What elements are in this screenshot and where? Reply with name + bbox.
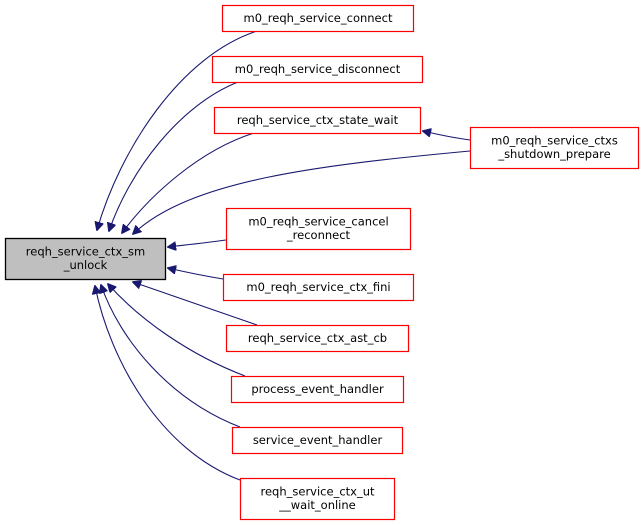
node-box[interactable] <box>222 273 415 302</box>
node-label: service_event_handler <box>253 433 383 447</box>
node-box[interactable] <box>225 207 412 251</box>
node-label: m0_reqh_service_ctxs <box>491 134 618 148</box>
node-label: m0_reqh_service_connect <box>244 11 393 25</box>
edge-shutdown_prepare-to-main <box>133 150 471 234</box>
node-ast_cb[interactable]: reqh_service_ctx_ast_cb <box>225 324 410 353</box>
edge-connect-to-main <box>97 30 258 230</box>
node-label: m0_reqh_service_ctx_fini <box>246 280 390 294</box>
edge-disconnect-to-main <box>109 81 239 231</box>
node-box <box>4 237 167 281</box>
node-main: reqh_service_ctx_sm_unlock <box>4 237 167 281</box>
node-box[interactable] <box>239 477 396 521</box>
edge-service_event-to-main <box>101 285 241 428</box>
edges-layer <box>95 30 471 481</box>
edge-shutdown_prepare-to-state_wait <box>423 131 471 141</box>
node-label: m0_reqh_service_cancel <box>248 215 388 229</box>
node-ut_wait_online[interactable]: reqh_service_ctx_ut__wait_online <box>239 477 396 521</box>
node-connect[interactable]: m0_reqh_service_connect <box>221 4 415 33</box>
edge-ctx_fini-to-main <box>168 268 224 280</box>
edge-process_event-to-main <box>108 284 246 377</box>
node-label: reqh_service_ctx_state_wait <box>237 113 399 127</box>
node-label: _shutdown_prepare <box>497 147 610 161</box>
node-box[interactable] <box>221 4 415 33</box>
node-box[interactable] <box>213 106 422 135</box>
node-shutdown_prepare[interactable]: m0_reqh_service_ctxs_shutdown_prepare <box>469 126 640 170</box>
node-service_event[interactable]: service_event_handler <box>231 426 404 455</box>
node-box[interactable] <box>469 126 640 170</box>
node-state_wait[interactable]: reqh_service_ctx_state_wait <box>213 106 422 135</box>
node-label: m0_reqh_service_disconnect <box>235 62 401 76</box>
node-box[interactable] <box>230 375 405 404</box>
node-ctx_fini[interactable]: m0_reqh_service_ctx_fini <box>222 273 415 302</box>
node-disconnect[interactable]: m0_reqh_service_disconnect <box>211 55 424 84</box>
edge-ast_cb-to-main <box>133 282 258 326</box>
node-label: _reconnect <box>286 228 351 242</box>
nodes-layer: reqh_service_ctx_sm_unlock m0_reqh_servic… <box>4 4 640 521</box>
node-box[interactable] <box>211 55 424 84</box>
node-label: __wait_online <box>278 498 356 512</box>
node-label: process_event_handler <box>251 382 384 396</box>
node-label: reqh_service_ctx_sm <box>26 245 145 259</box>
node-process_event[interactable]: process_event_handler <box>230 375 405 404</box>
node-box[interactable] <box>231 426 404 455</box>
node-label: reqh_service_ctx_ut <box>260 485 375 499</box>
node-label: reqh_service_ctx_ast_cb <box>248 331 387 345</box>
node-cancel_reconnect[interactable]: m0_reqh_service_cancel_reconnect <box>225 207 412 251</box>
node-box[interactable] <box>225 324 410 353</box>
edge-cancel_reconnect-to-main <box>168 239 227 247</box>
edge-state_wait-to-main <box>122 132 255 233</box>
edge-ut_wait_online-to-main <box>95 286 241 481</box>
node-label: _unlock <box>63 258 108 272</box>
